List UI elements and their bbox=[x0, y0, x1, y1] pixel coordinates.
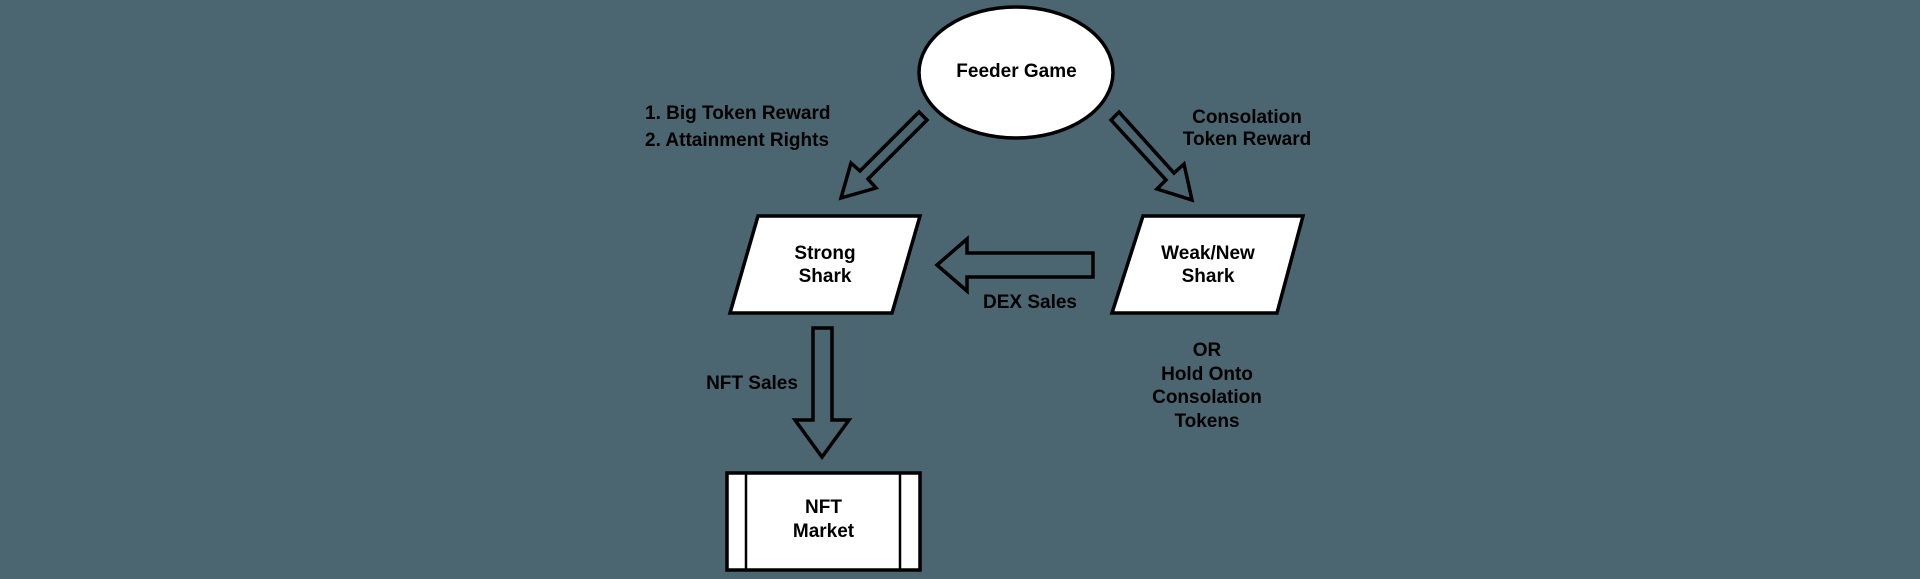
hold-consolation-note: OR Hold Onto Consolation Tokens bbox=[1107, 339, 1307, 433]
consolation-token-reward-line1: Consolation bbox=[1192, 107, 1302, 128]
feeder-game-ellipse bbox=[917, 5, 1115, 140]
weak-new-shark-parallelogram bbox=[1109, 214, 1306, 315]
hold-note-line1: OR bbox=[1192, 340, 1222, 361]
arrow-feeder-to-weak-shark bbox=[1108, 109, 1195, 203]
big-token-reward-line1: 1. Big Token Reward bbox=[645, 103, 831, 124]
nft-sales-label: NFT Sales bbox=[706, 373, 798, 394]
strong-shark-parallelogram bbox=[727, 214, 923, 315]
feeder-game-label: Feeder Game bbox=[919, 7, 1114, 137]
weak-new-shark-label: Weak/New Shark bbox=[1110, 242, 1306, 288]
strong-shark-label-line2: Shark bbox=[798, 266, 852, 287]
nft-market-label-line2: Market bbox=[792, 521, 855, 542]
arrow-nft-sales bbox=[791, 326, 853, 460]
consolation-token-reward-label: Consolation Token Reward bbox=[1147, 107, 1347, 151]
nft-market-label-line1: NFT bbox=[805, 497, 842, 518]
big-token-reward-line2: 2. Attainment Rights bbox=[645, 130, 830, 151]
hold-note-line4: Tokens bbox=[1174, 410, 1240, 432]
dex-sales-label: DEX Sales bbox=[983, 292, 1077, 313]
weak-new-shark-label-line1: Weak/New bbox=[1161, 243, 1255, 264]
arrow-dex-sales bbox=[934, 235, 1095, 295]
feeder-game-label-text: Feeder Game bbox=[956, 61, 1077, 82]
hold-note-line2: Hold Onto bbox=[1161, 363, 1253, 385]
consolation-token-reward-line2: Token Reward bbox=[1182, 129, 1312, 150]
strong-shark-label: Strong Shark bbox=[730, 242, 920, 288]
nft-market-label: NFT Market bbox=[727, 496, 920, 544]
hold-note-line3: Consolation bbox=[1152, 387, 1262, 408]
big-token-reward-label: 1. Big Token Reward 2. Attainment Rights bbox=[645, 100, 830, 154]
strong-shark-label-line1: Strong bbox=[794, 243, 856, 264]
arrow-feeder-to-strong-shark bbox=[838, 109, 930, 201]
nft-market-box bbox=[725, 471, 922, 572]
weak-new-shark-label-line2: Shark bbox=[1181, 266, 1235, 287]
